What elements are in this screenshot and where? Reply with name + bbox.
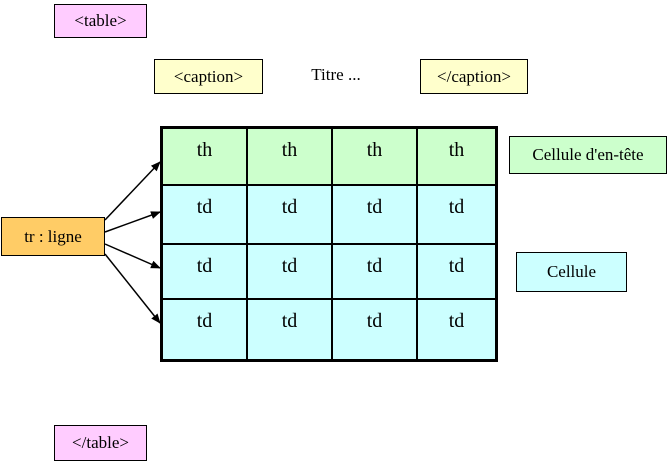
arrow-to-row-2 — [104, 211, 161, 233]
data-cell: td — [333, 245, 418, 300]
data-cell: td — [163, 245, 248, 300]
header-cell: th — [248, 129, 333, 186]
header-cell: th — [163, 129, 248, 186]
data-cell: td — [248, 300, 333, 359]
data-cell: td — [248, 245, 333, 300]
arrow-to-row-1 — [104, 161, 161, 221]
caption-open-tag: <caption> — [154, 59, 263, 94]
data-cell: td — [333, 186, 418, 245]
arrow-to-row-4 — [104, 253, 161, 324]
caption-close-tag: </caption> — [420, 59, 528, 94]
data-cell: td — [163, 300, 248, 359]
header-cell: th — [418, 129, 495, 186]
row-label-tr: tr : ligne — [1, 217, 105, 256]
table-close-tag: </table> — [54, 425, 147, 461]
legend-data-cell: Cellule — [516, 252, 627, 292]
table-open-tag: <table> — [54, 4, 147, 38]
data-cell: td — [248, 186, 333, 245]
data-cell: td — [163, 186, 248, 245]
arrow-to-row-3 — [104, 243, 161, 269]
data-cell: td — [333, 300, 418, 359]
legend-header-cell: Cellule d'en-tête — [509, 136, 667, 174]
data-cell: td — [418, 186, 495, 245]
data-cell: td — [418, 300, 495, 359]
header-cell: th — [333, 129, 418, 186]
data-cell: td — [418, 245, 495, 300]
caption-title-text: Titre ... — [311, 65, 361, 84]
